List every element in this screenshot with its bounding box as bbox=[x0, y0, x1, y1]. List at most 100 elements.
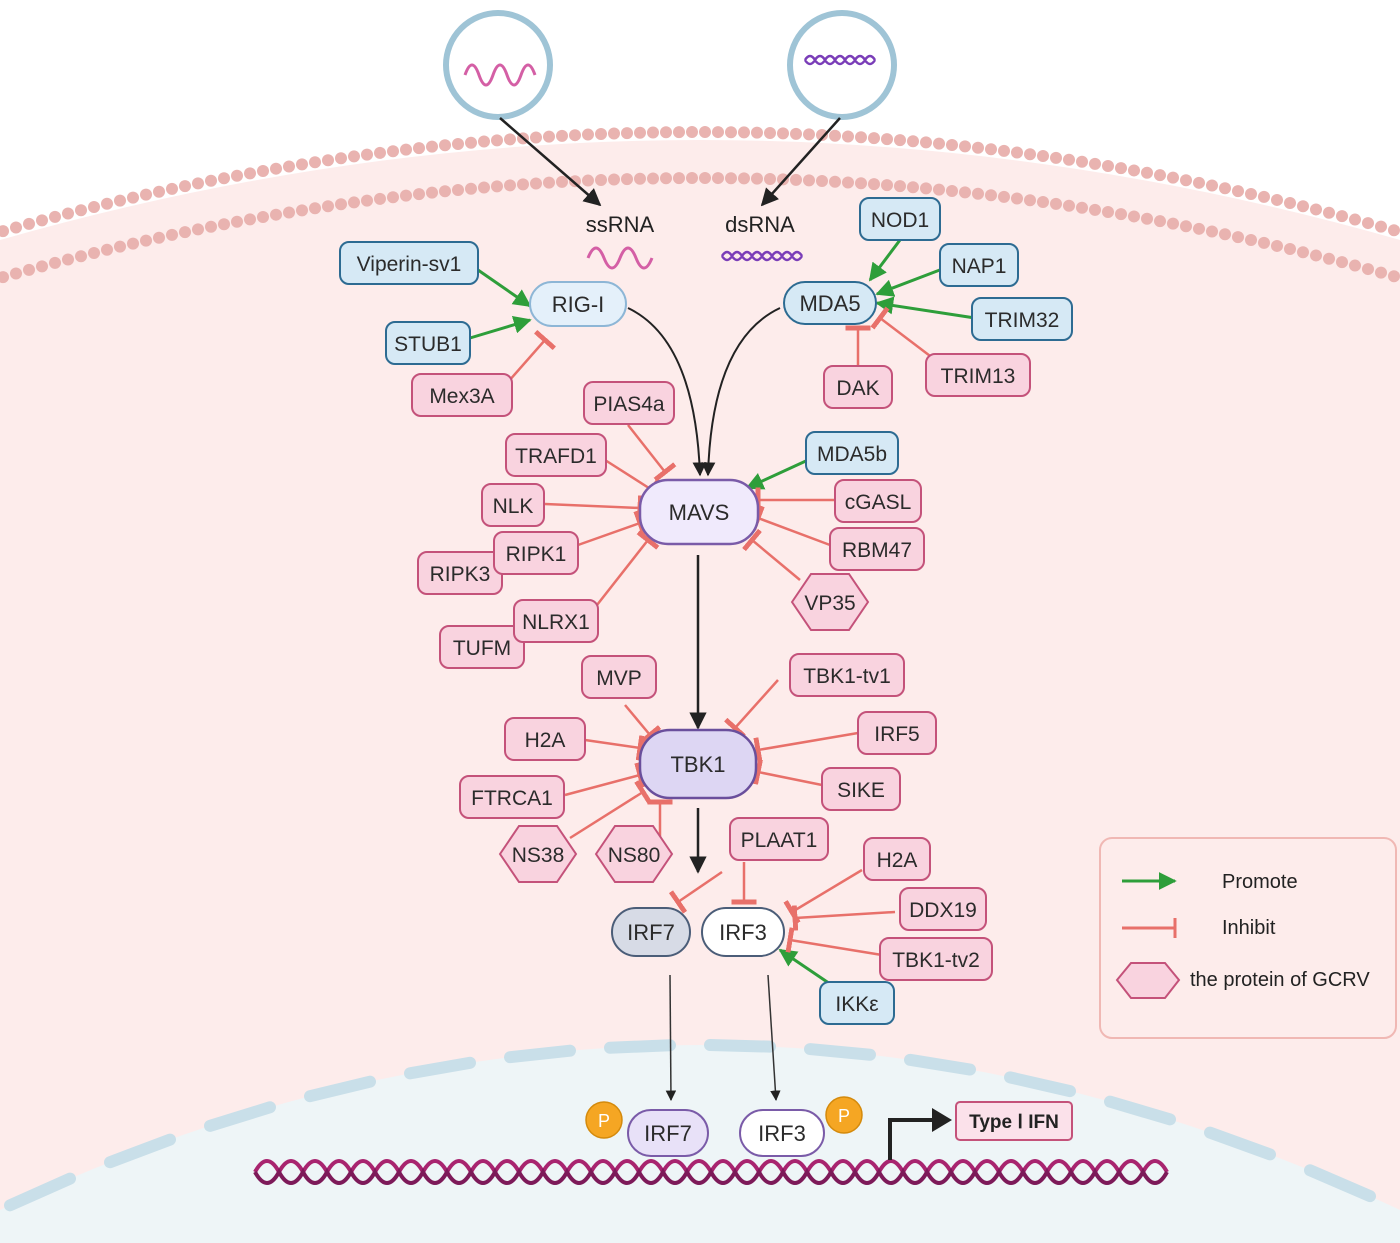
membrane-bead bbox=[1206, 179, 1218, 192]
membrane-bead bbox=[1063, 199, 1075, 212]
membrane-bead bbox=[231, 215, 243, 228]
membrane-bead bbox=[790, 173, 802, 186]
tbk1-node: TBK1 bbox=[638, 728, 758, 800]
membrane-bead bbox=[322, 200, 334, 213]
membrane-bead bbox=[868, 132, 880, 145]
membrane-bead bbox=[1206, 225, 1218, 238]
membrane-bead bbox=[426, 140, 438, 153]
membrane-bead bbox=[426, 186, 438, 199]
svg-text:SIKE: SIKE bbox=[837, 779, 885, 802]
svg-text:NLRX1: NLRX1 bbox=[522, 611, 590, 634]
svg-text:DDX19: DDX19 bbox=[909, 899, 977, 922]
legend-promote: Promote bbox=[1222, 871, 1298, 893]
membrane-bead bbox=[1271, 193, 1283, 206]
membrane-bead bbox=[309, 202, 321, 215]
transcription-arrow-icon bbox=[888, 1118, 935, 1160]
membrane-bead bbox=[192, 223, 204, 236]
envelope-segment bbox=[104, 1133, 176, 1169]
ssrna-label: ssRNA bbox=[586, 212, 655, 237]
membrane-bead bbox=[582, 128, 594, 141]
envelope-segment bbox=[4, 1172, 76, 1212]
dsrna-icon bbox=[720, 250, 804, 262]
membrane-bead bbox=[88, 246, 100, 259]
membrane-bead bbox=[114, 240, 126, 253]
membrane-bead bbox=[1180, 220, 1192, 233]
membrane-bead bbox=[283, 160, 295, 173]
membrane-bead bbox=[1102, 205, 1114, 218]
membrane-bead bbox=[478, 181, 490, 194]
svg-text:IRF5: IRF5 bbox=[874, 723, 920, 746]
membrane-bead bbox=[634, 126, 646, 139]
irf3-node: IRF3 bbox=[701, 907, 785, 957]
svg-text:NS80: NS80 bbox=[608, 844, 661, 867]
membrane-bead bbox=[88, 200, 100, 213]
membrane-bead bbox=[283, 206, 295, 219]
svg-text:TRIM13: TRIM13 bbox=[941, 365, 1016, 388]
regulator-h2a-b: H2A bbox=[863, 837, 931, 881]
membrane-bead bbox=[49, 256, 61, 269]
membrane-bead bbox=[1141, 166, 1153, 179]
membrane-bead bbox=[881, 133, 893, 146]
membrane-bead bbox=[62, 253, 74, 266]
gcrv-protein-ns80: NS80 bbox=[594, 825, 674, 883]
membrane-bead bbox=[959, 140, 971, 153]
membrane-bead bbox=[530, 177, 542, 190]
regulator-tbk1-tv2: TBK1-tv2 bbox=[879, 937, 993, 981]
svg-text:IKKε: IKKε bbox=[835, 993, 878, 1016]
membrane-bead bbox=[1232, 185, 1244, 198]
mda5-node: MDA5 bbox=[783, 281, 877, 325]
membrane-bead bbox=[1089, 203, 1101, 216]
phospho-icon: P bbox=[825, 1096, 863, 1134]
membrane-bead bbox=[1219, 228, 1231, 241]
membrane-bead bbox=[868, 178, 880, 191]
membrane-bead bbox=[205, 220, 217, 233]
membrane-bead bbox=[140, 234, 152, 247]
membrane-bead bbox=[1063, 153, 1075, 166]
regulator-trim32: TRIM32 bbox=[971, 297, 1073, 341]
membrane-bead bbox=[1102, 159, 1114, 172]
membrane-bead bbox=[257, 164, 269, 177]
membrane-bead bbox=[296, 158, 308, 171]
gcrv-protein-ns38: NS38 bbox=[498, 825, 578, 883]
membrane-bead bbox=[803, 128, 815, 141]
mavs-node: MAVS bbox=[638, 478, 760, 546]
membrane-bead bbox=[1245, 233, 1257, 246]
membrane-bead bbox=[75, 250, 87, 263]
svg-text:TBK1-tv1: TBK1-tv1 bbox=[803, 665, 891, 688]
membrane-bead bbox=[816, 129, 828, 142]
regulator-tbk1-tv1: TBK1-tv1 bbox=[789, 653, 905, 697]
membrane-bead bbox=[491, 180, 503, 193]
envelope-segment bbox=[1004, 1071, 1076, 1098]
membrane-bead bbox=[1310, 249, 1322, 262]
regulator-mvp: MVP bbox=[581, 655, 657, 699]
membrane-bead bbox=[62, 207, 74, 220]
membrane-bead bbox=[491, 134, 503, 147]
membrane-bead bbox=[647, 126, 659, 139]
svg-text:STUB1: STUB1 bbox=[394, 333, 462, 356]
membrane-bead bbox=[556, 175, 568, 188]
membrane-bead bbox=[1388, 224, 1400, 237]
legend-inhibit: Inhibit bbox=[1222, 917, 1276, 939]
dsrna-label: dsRNA bbox=[725, 212, 795, 237]
membrane-bead bbox=[153, 231, 165, 244]
membrane-bead bbox=[10, 267, 22, 280]
dna-strand bbox=[253, 1167, 1169, 1185]
svg-text:IRF7: IRF7 bbox=[627, 920, 675, 945]
membrane-bead bbox=[452, 183, 464, 196]
membrane-bead bbox=[946, 184, 958, 197]
ssrna-icon bbox=[586, 246, 654, 270]
membrane-bead bbox=[569, 129, 581, 142]
membrane-bead bbox=[1154, 215, 1166, 228]
phospho-icon: P bbox=[585, 1101, 623, 1139]
membrane-bead bbox=[257, 210, 269, 223]
membrane-bead bbox=[413, 142, 425, 155]
dna-double-helix bbox=[253, 1159, 1169, 1185]
membrane-bead bbox=[1336, 210, 1348, 223]
regulator-mex3a: Mex3A bbox=[411, 373, 513, 417]
membrane-bead bbox=[1141, 212, 1153, 225]
membrane-bead bbox=[725, 126, 737, 139]
envelope-segment bbox=[404, 1056, 476, 1080]
membrane-bead bbox=[582, 174, 594, 187]
